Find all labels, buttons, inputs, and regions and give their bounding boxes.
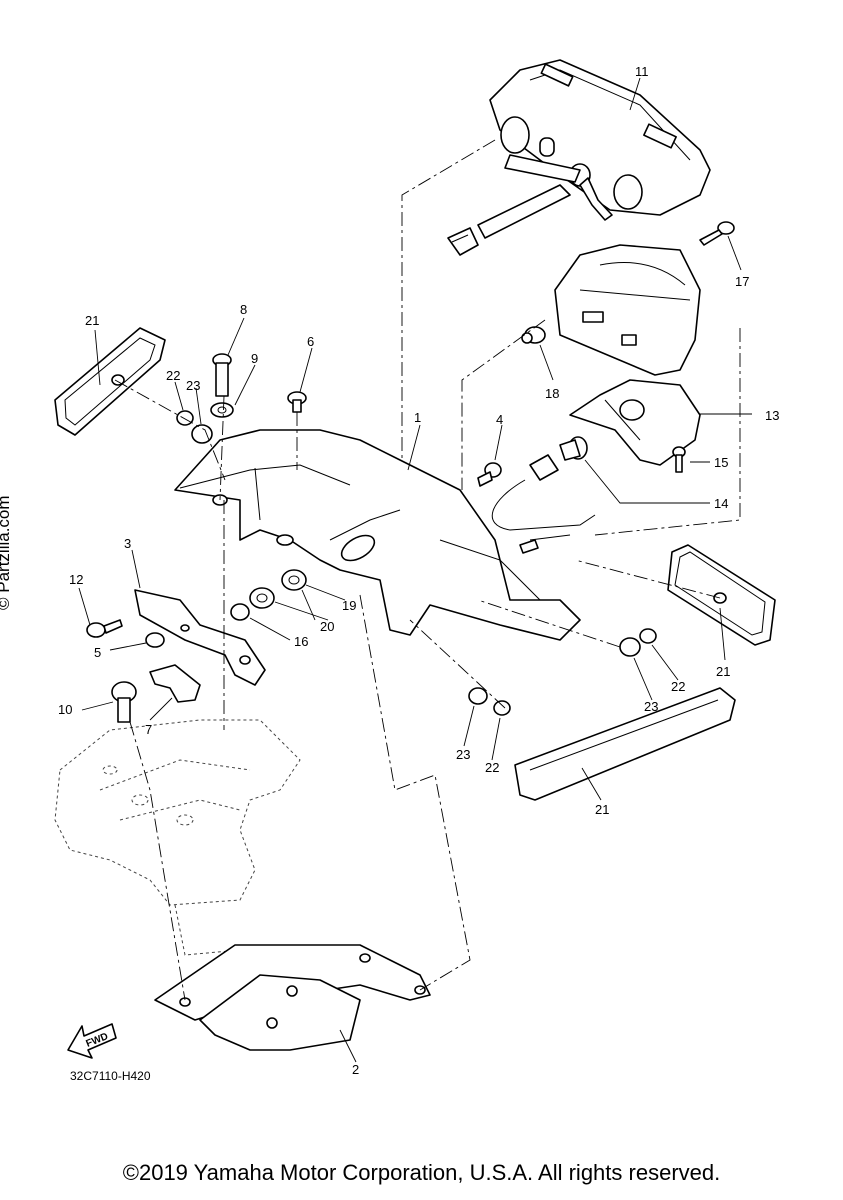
callout-21-lower: 21 (595, 802, 609, 817)
callout-22-lower: 22 (485, 760, 499, 775)
part-socket-cord (491, 454, 596, 554)
part-6-rivet (287, 391, 307, 413)
part-12-screw (86, 619, 123, 638)
part-22-washer-left (176, 410, 194, 426)
part-21-reflector-left (54, 327, 166, 436)
callout-3: 3 (124, 536, 131, 551)
watermark: © Partzilla.com (0, 495, 13, 610)
frame-outline (54, 719, 301, 956)
callout-5: 5 (94, 645, 101, 660)
part-10-bolt (111, 681, 137, 723)
callout-1: 1 (414, 410, 421, 425)
part-22-washer-right (639, 628, 657, 644)
copyright-notice: ©2019 Yamaha Motor Corporation, U.S.A. A… (122, 1160, 721, 1185)
part-tail-light-lens-unit (554, 244, 701, 376)
fwd-arrow-icon: FWD (67, 1023, 117, 1059)
callout-4: 4 (496, 412, 503, 427)
callout-11: 11 (635, 64, 649, 79)
callout-19: 19 (342, 598, 356, 613)
callout-22-right: 22 (671, 679, 685, 694)
callout-16: 16 (294, 634, 308, 649)
callout-23-left: 23 (186, 378, 200, 393)
part-23-nut-lower (468, 687, 488, 705)
callout-20: 20 (320, 619, 334, 634)
part-14-bulb (559, 436, 588, 461)
part-21-reflector-lower (514, 687, 736, 801)
assembly-lines (114, 139, 741, 1001)
part-19-damper (281, 569, 307, 591)
part-23-nut-right (619, 637, 641, 657)
callout-22-left: 22 (166, 368, 180, 383)
part-4-grommet (477, 462, 502, 487)
part-2-stay (154, 944, 431, 1051)
callout-6: 6 (307, 334, 314, 349)
part-23-nut-left (191, 424, 213, 444)
part-8-bolt (212, 353, 232, 397)
callout-9: 9 (251, 351, 258, 366)
callout-21-left: 21 (85, 313, 99, 328)
part-11-tail-light-housing (447, 59, 711, 256)
part-5-nut (145, 632, 165, 648)
part-21-reflector-right (667, 544, 776, 646)
callout-21-right: 21 (716, 664, 730, 679)
callout-7: 7 (145, 722, 152, 737)
part-1-rear-fender (174, 429, 581, 641)
part-16-nut (230, 603, 250, 621)
callout-18: 18 (545, 386, 559, 401)
part-20-collar (249, 587, 275, 609)
part-13-license-lamp-case (569, 379, 701, 466)
callout-8: 8 (240, 302, 247, 317)
callout-2: 2 (352, 1062, 359, 1077)
part-3-bracket (134, 589, 266, 686)
callout-10: 10 (58, 702, 72, 717)
part-7-clamp (149, 664, 201, 703)
part-15-screw (672, 446, 686, 473)
drawing-code: 32C7110-H420 (70, 1069, 151, 1083)
callout-labels: 1 2 3 4 5 6 7 8 9 10 11 12 13 14 15 16 1… (58, 64, 779, 1077)
part-18-grommet (521, 326, 546, 344)
part-17-screw (699, 221, 735, 246)
part-22-washer-lower (493, 700, 511, 716)
callout-17: 17 (735, 274, 749, 289)
callout-23-lower: 23 (456, 747, 470, 762)
leader-lines (78, 77, 752, 1063)
callout-12: 12 (69, 572, 83, 587)
callout-13: 13 (765, 408, 779, 423)
callout-15: 15 (714, 455, 728, 470)
callout-23-right: 23 (644, 699, 658, 714)
part-9-washer (210, 402, 234, 418)
callout-14: 14 (714, 496, 728, 511)
